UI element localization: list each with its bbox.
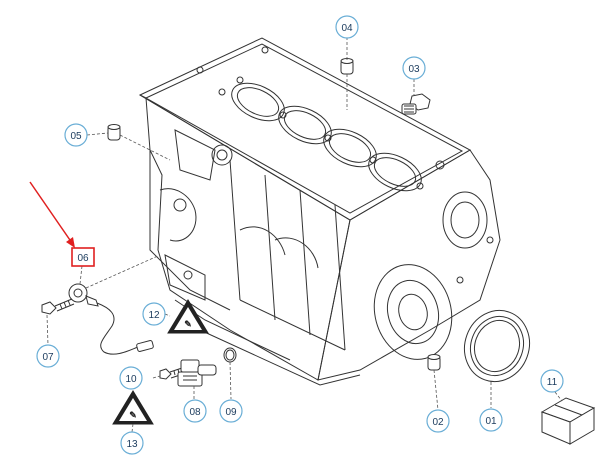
part-09-o-ring (223, 347, 237, 363)
part-02-sleeve (427, 354, 441, 371)
part-05-sleeve (107, 124, 121, 141)
warning-triangle-13: ✎ (112, 390, 154, 425)
part-01-seal-ring (464, 309, 530, 383)
callout-03-label: 03 (408, 64, 420, 75)
part-06-knock-sensor (68, 283, 154, 355)
svg-text:✎: ✎ (184, 319, 192, 329)
callout-02[interactable]: 02 (426, 409, 450, 433)
callout-01-label: 01 (485, 416, 497, 427)
part-03-plug (401, 93, 431, 115)
callout-11[interactable]: 11 (540, 369, 564, 393)
callout-08-label: 08 (189, 407, 201, 418)
callout-04-label: 04 (341, 23, 353, 34)
warning-triangle-12: ✎ (167, 299, 209, 334)
leader-lines (46, 37, 563, 433)
callout-11-label: 11 (547, 377, 558, 388)
callout-09-label: 09 (225, 407, 237, 418)
callout-09[interactable]: 09 (219, 399, 243, 423)
svg-text:✎: ✎ (129, 410, 137, 420)
callout-12-label: 12 (148, 310, 160, 321)
callout-01[interactable]: 01 (479, 408, 503, 432)
callout-05-label: 05 (70, 131, 82, 142)
callout-12[interactable]: 12 (142, 302, 166, 326)
part-10-bolt (159, 367, 184, 380)
callout-05[interactable]: 05 (64, 123, 88, 147)
callout-02-label: 02 (432, 417, 444, 428)
callout-06-label: 06 (77, 253, 89, 264)
callout-06[interactable]: 06 (71, 247, 95, 267)
callout-08[interactable]: 08 (183, 399, 207, 423)
part-08-position-sensor (177, 359, 217, 387)
highlight-arrow (29, 181, 75, 248)
callout-10[interactable]: 10 (119, 366, 143, 390)
callout-04[interactable]: 04 (335, 15, 359, 39)
callout-13[interactable]: 13 (120, 431, 144, 455)
callout-13-label: 13 (126, 439, 138, 450)
callout-07[interactable]: 07 (36, 344, 60, 368)
part-04-dowel (340, 58, 354, 75)
engine-block (138, 37, 501, 386)
callout-03[interactable]: 03 (402, 56, 426, 80)
callout-10-label: 10 (125, 374, 137, 385)
part-07-bolt (41, 298, 75, 315)
callout-07-label: 07 (42, 352, 54, 363)
part-11-box (540, 397, 596, 445)
